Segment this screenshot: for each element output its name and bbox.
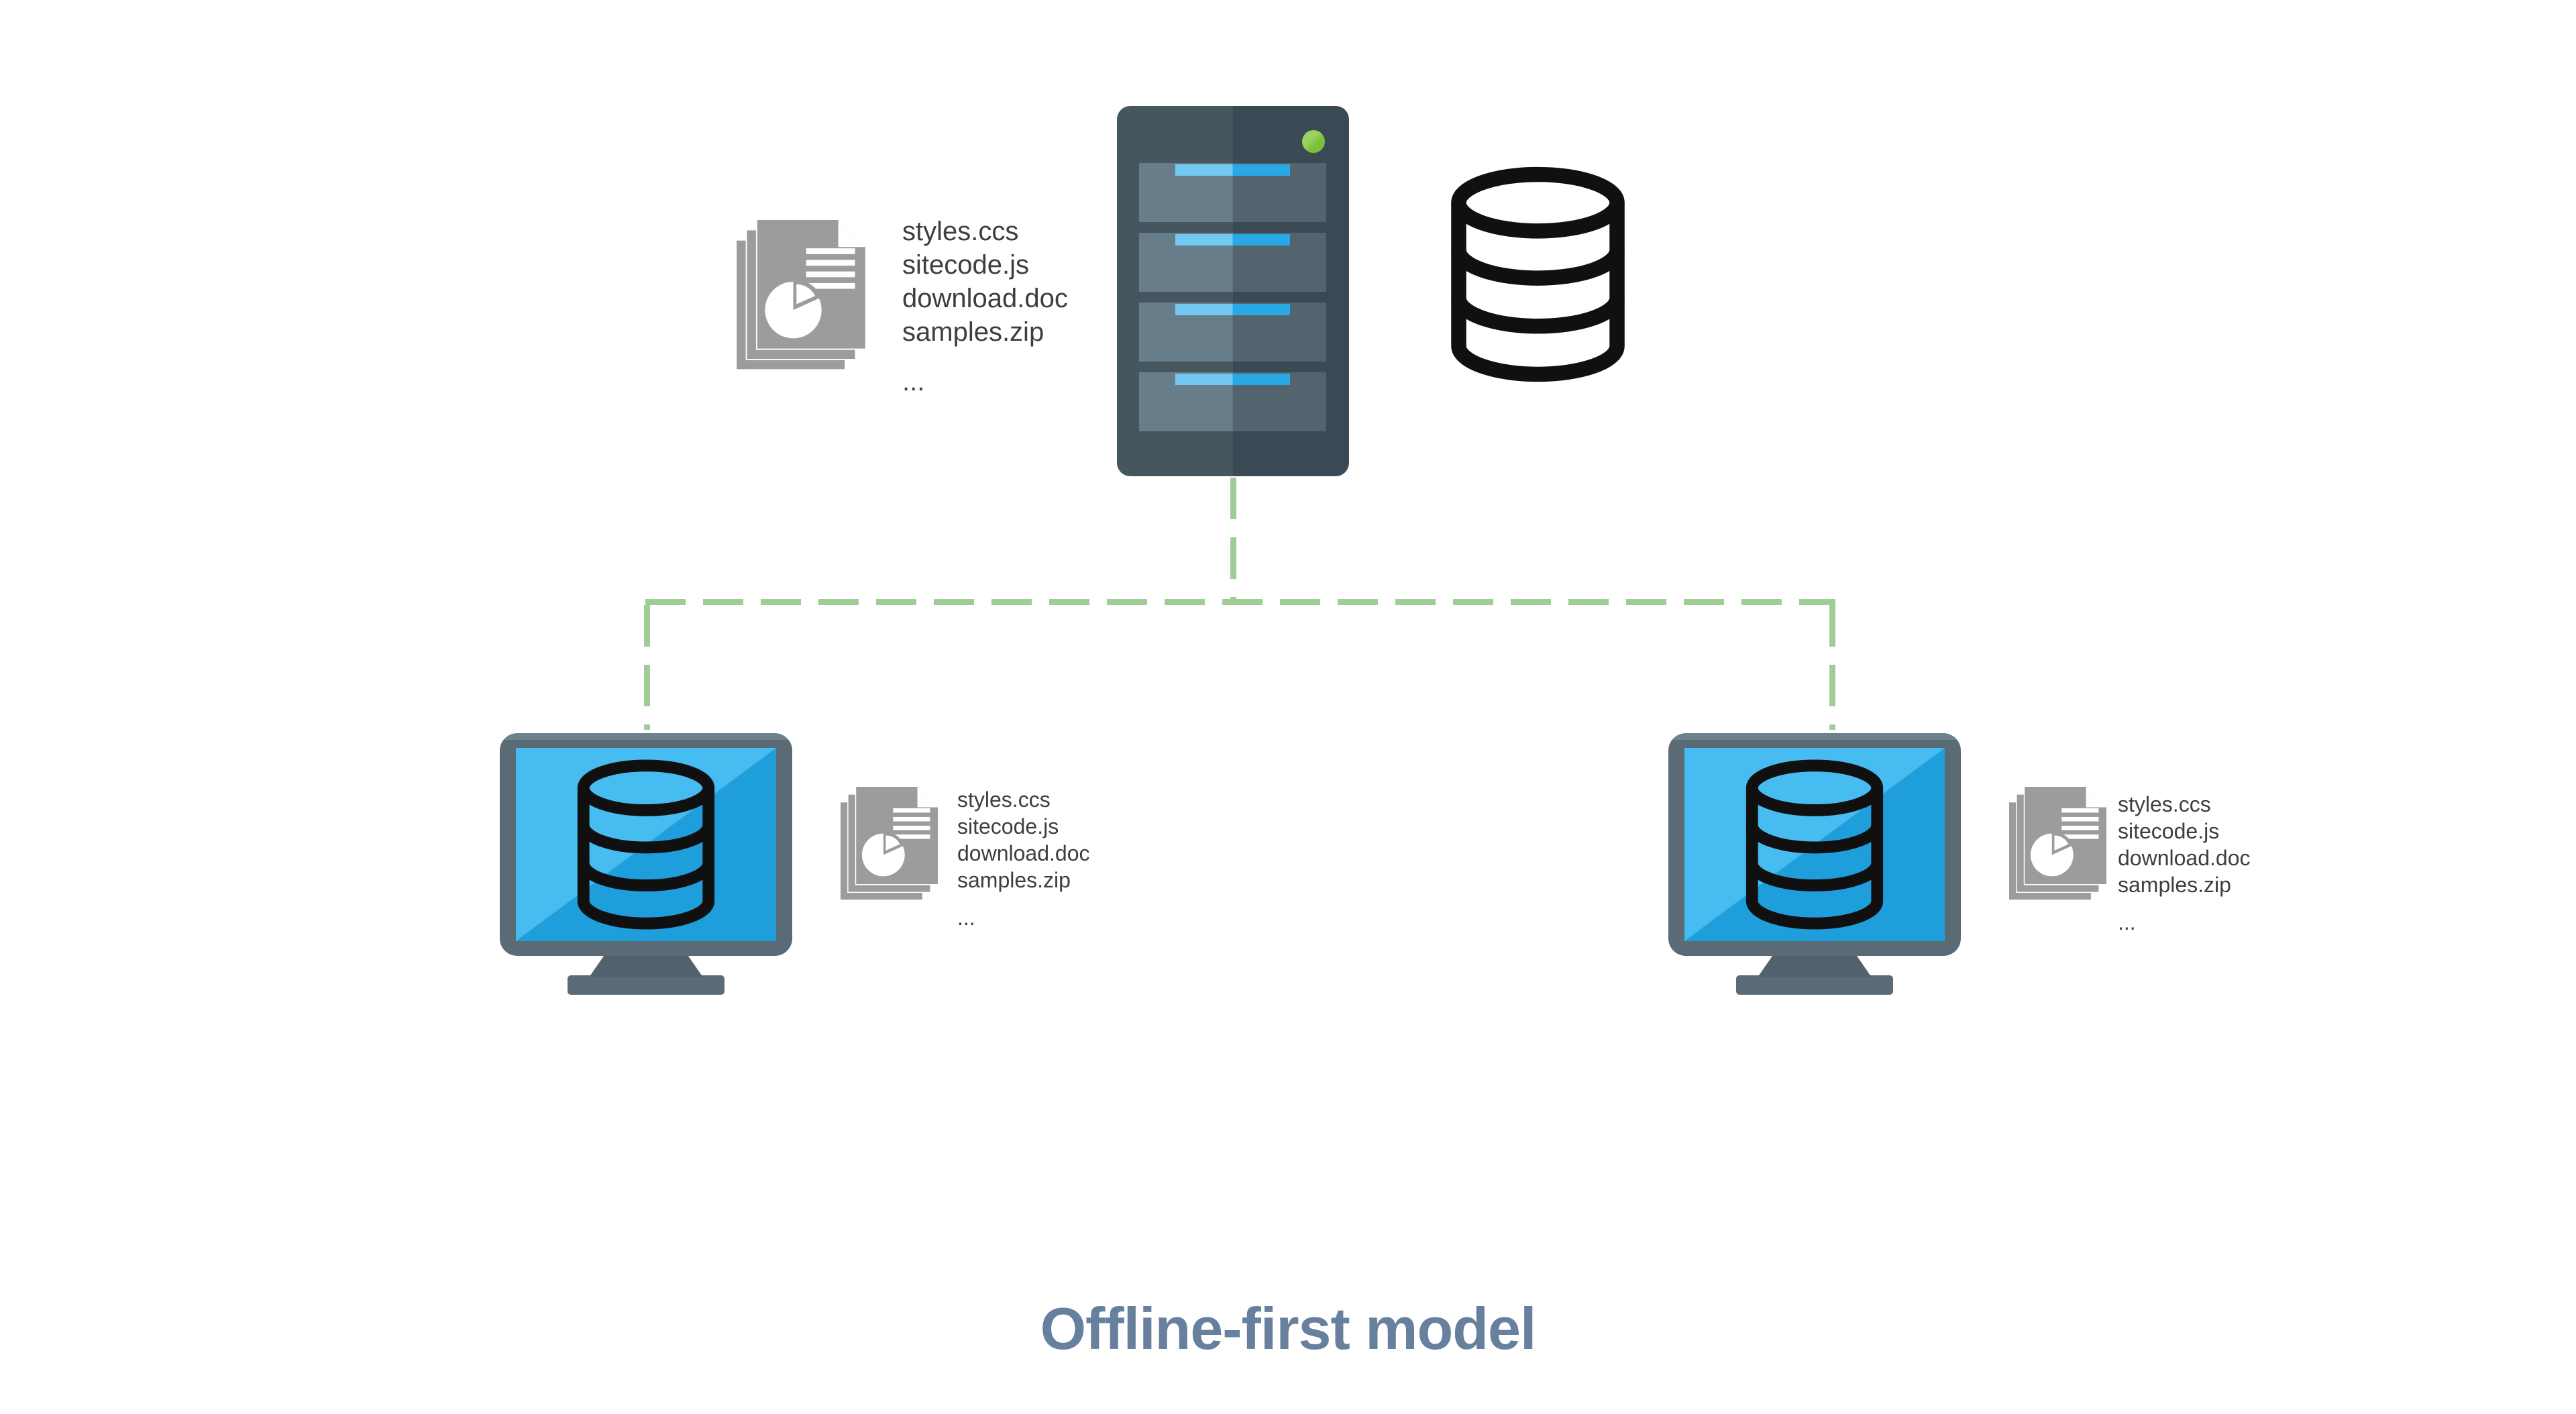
server-icon	[1117, 106, 1349, 476]
connector-horizontal	[645, 599, 1835, 605]
file-name: styles.ccs	[902, 217, 1019, 246]
server-slot	[1139, 303, 1326, 362]
connector-server-down	[1230, 478, 1236, 602]
file-name: samples.zip	[2118, 873, 2231, 897]
server-slot-bar	[1175, 304, 1290, 315]
documents-stack-icon	[737, 220, 865, 370]
client-computer-right	[1668, 733, 1961, 995]
server-slot-bar	[1175, 164, 1290, 176]
file-name: sitecode.js	[957, 814, 1059, 838]
database-cylinder-icon	[1451, 166, 1625, 382]
file-name: styles.ccs	[2118, 792, 2211, 816]
monitor-stand-base	[568, 975, 724, 995]
file-name: download.doc	[2118, 846, 2251, 870]
diagram-title: Offline-first model	[1040, 1295, 1537, 1362]
monitor-stand-base	[1736, 975, 1893, 995]
file-name: sitecode.js	[2118, 819, 2220, 843]
client-right-file-list: styles.ccs sitecode.js download.doc samp…	[2118, 791, 2250, 936]
file-name: download.doc	[902, 284, 1068, 313]
connector-left-down	[644, 605, 650, 730]
server-slot-bar	[1175, 234, 1290, 246]
file-list-ellipsis: ...	[2118, 910, 2136, 934]
documents-stack-icon	[841, 787, 938, 900]
file-name: styles.ccs	[957, 787, 1051, 812]
monitor-frame	[500, 733, 792, 956]
local-database-icon	[1746, 759, 1884, 930]
file-name: sitecode.js	[902, 250, 1029, 280]
monitor-screen	[1684, 748, 1945, 941]
status-led-icon	[1302, 130, 1325, 153]
client-left-file-list: styles.ccs sitecode.js download.doc samp…	[957, 786, 1089, 931]
monitor-stand-neck	[1758, 956, 1872, 977]
file-list-ellipsis: ...	[902, 367, 925, 396]
monitor-screen	[516, 748, 776, 941]
file-list-ellipsis: ...	[957, 906, 975, 930]
file-name: samples.zip	[902, 317, 1044, 347]
file-name: samples.zip	[957, 868, 1071, 892]
file-name: download.doc	[957, 841, 1090, 865]
server-file-list: styles.ccs sitecode.js download.doc samp…	[902, 215, 1068, 398]
server-slot	[1139, 233, 1326, 292]
local-database-icon	[577, 759, 715, 930]
server-slot	[1139, 372, 1326, 431]
monitor-frame	[1668, 733, 1961, 956]
server-slot	[1139, 163, 1326, 222]
connector-right-down	[1829, 605, 1835, 730]
documents-stack-icon	[2009, 787, 2106, 900]
server-slot-bar	[1175, 374, 1290, 385]
client-computer-left	[500, 733, 792, 995]
monitor-stand-neck	[589, 956, 703, 977]
